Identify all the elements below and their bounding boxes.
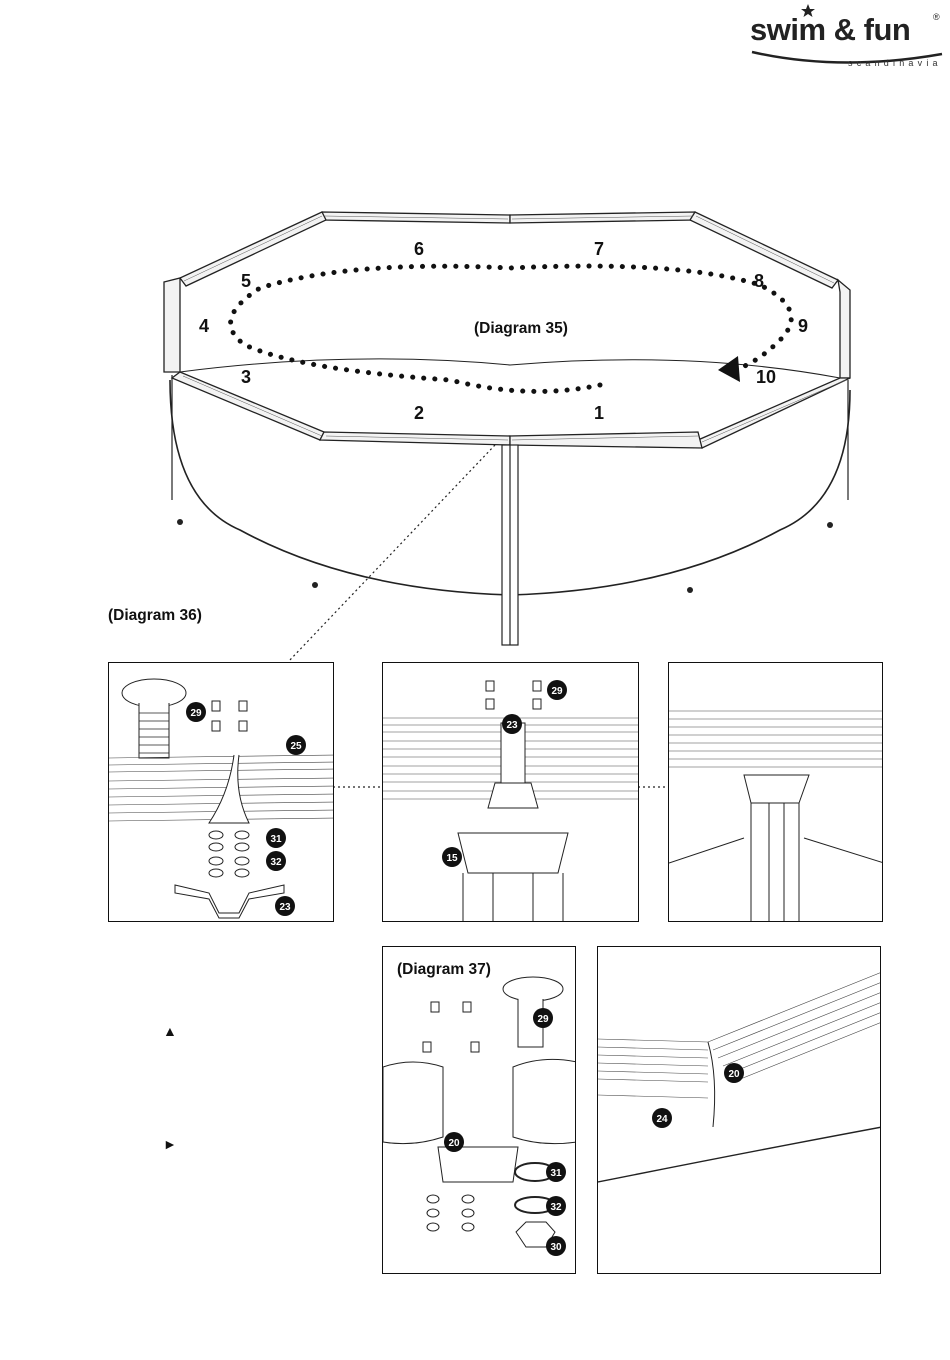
callout-29-c: 29	[537, 1014, 549, 1025]
callout-31-b: 31	[550, 1168, 562, 1179]
triangle-right-icon: ►	[163, 1136, 177, 1152]
callout-29-b: 29	[551, 686, 563, 697]
callout-32-b: 32	[550, 1202, 562, 1213]
callout-25: 25	[290, 741, 302, 752]
callout-badges	[186, 680, 744, 1256]
callout-20-a: 20	[448, 1138, 460, 1149]
callout-15: 15	[446, 853, 458, 864]
triangle-up-icon: ▲	[163, 1023, 177, 1039]
callout-20-b: 20	[728, 1069, 740, 1080]
callout-24: 24	[656, 1114, 668, 1125]
callout-23-b: 23	[506, 720, 518, 731]
callout-31-a: 31	[270, 834, 282, 845]
callout-23-a: 23	[279, 902, 291, 913]
callout-30: 30	[550, 1242, 562, 1253]
callout-29-a: 29	[190, 708, 202, 719]
callout-32-a: 32	[270, 857, 282, 868]
